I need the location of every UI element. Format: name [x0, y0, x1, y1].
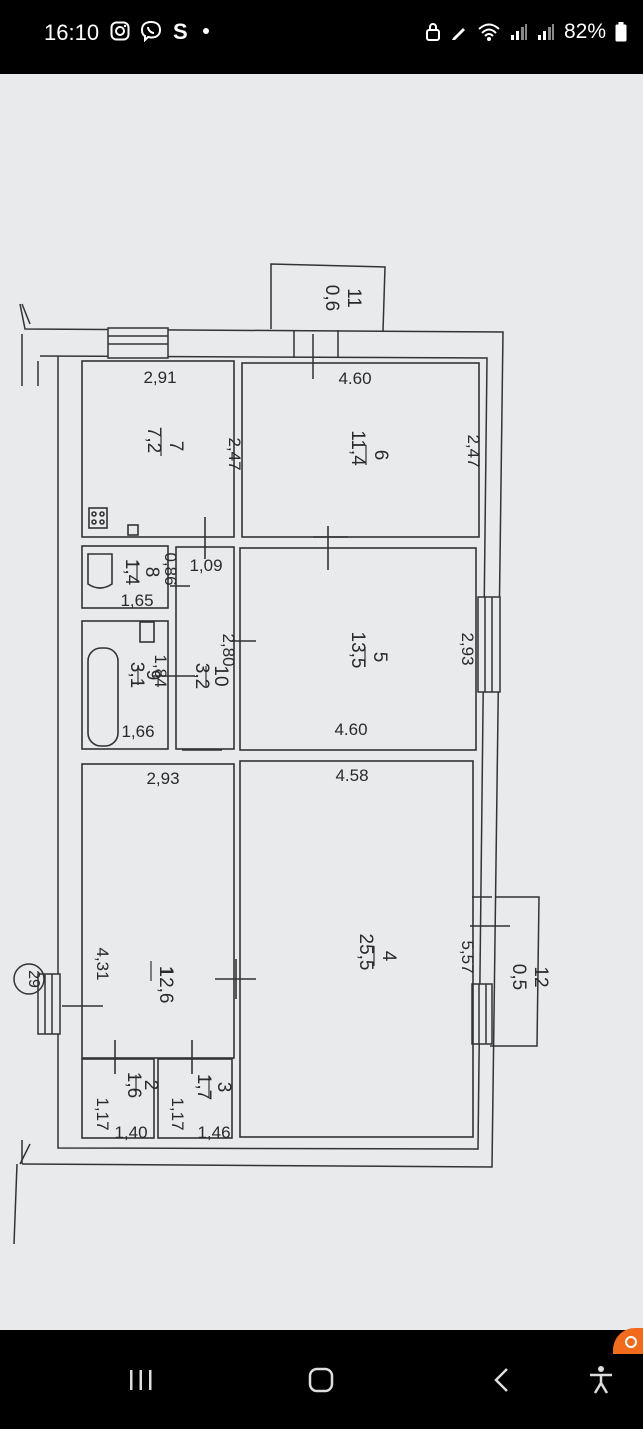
room-7-outline: [81, 360, 235, 538]
room-1-outline: [81, 763, 235, 1059]
room-width-label: 4.58: [335, 766, 368, 785]
room-3-outline: [157, 1058, 233, 1139]
svg-text:S: S: [173, 20, 188, 42]
wifi-icon: [478, 23, 500, 41]
room-number-label: 3: [213, 1082, 234, 1093]
room-length-label: 2,47: [464, 434, 483, 467]
home-button[interactable]: [291, 1360, 351, 1400]
dot-icon: [203, 28, 209, 34]
room-width-label: 1,46: [197, 1123, 230, 1142]
room-area-label: 13,5: [347, 632, 368, 669]
room-labels: 112,62,934,3121,61,401,1731,71,461,17425…: [25, 285, 551, 1142]
recents-icon: [130, 1370, 152, 1390]
stove: [88, 507, 108, 529]
instagram-icon: [110, 21, 130, 41]
room-number-label: 9: [142, 670, 163, 681]
room-width-label: 1,65: [120, 591, 153, 610]
room-number-label: 12: [530, 966, 551, 987]
room-area-label: 25,5: [355, 934, 376, 971]
room-number-label: 11: [343, 288, 364, 308]
status-bar: 16:10 S 82%: [0, 0, 643, 74]
room-area-label: 11,4: [347, 430, 368, 466]
room-length-label: 5,57: [458, 940, 477, 973]
navigation-bar: [0, 1330, 643, 1429]
room-5-outline: [239, 547, 477, 751]
battery-percent: 82%: [563, 20, 606, 43]
room-9-outline: [81, 620, 169, 750]
building-number-label: 29: [25, 970, 42, 988]
battery-icon: [615, 22, 627, 42]
room-area-label: 0,5: [508, 964, 529, 990]
back-icon: [494, 1368, 508, 1392]
room-width-label: 1,40: [114, 1123, 147, 1142]
sink: [87, 553, 113, 589]
room-6-outline: [241, 362, 480, 538]
accessibility-button[interactable]: [571, 1360, 631, 1400]
status-time: 16:10: [44, 20, 100, 45]
notification-icons: S: [110, 20, 212, 42]
pen-icon: [451, 28, 465, 40]
room-area-label: 12,6: [155, 967, 176, 1004]
room-outlines: [62, 360, 480, 1139]
recents-button[interactable]: [111, 1360, 171, 1400]
room-length-label: 2,47: [225, 437, 244, 470]
bathtub: [87, 647, 119, 747]
room-area-label: 1,4: [121, 559, 142, 586]
room-area-label: 1,7: [193, 1074, 214, 1100]
room-number-label: 10: [210, 665, 231, 686]
room-area-label: 0,6: [321, 285, 342, 311]
room-area-label: 1,6: [123, 1072, 144, 1098]
room-length-label: 1,17: [168, 1097, 187, 1130]
room-width-label: 4.60: [338, 369, 371, 388]
room-2-outline: [81, 1058, 155, 1139]
room-number-label: 8: [141, 567, 162, 578]
floor-plan: 112,62,934,3121,61,401,1731,71,461,17425…: [13, 263, 551, 1245]
room-number-label: 4: [378, 951, 399, 962]
viber-icon: [140, 20, 162, 42]
room-number-label: 1: [155, 966, 176, 977]
system-icons: 82%: [425, 20, 627, 44]
room-width-label: 1,66: [121, 722, 154, 741]
room-length-label: 2,93: [458, 632, 477, 665]
lock-icon: [425, 23, 440, 41]
home-icon: [308, 1367, 334, 1393]
room-length-label: 1,17: [93, 1097, 112, 1130]
building-number-circle: [13, 963, 45, 995]
room-area-label: 3,1: [126, 662, 147, 688]
room-number-label: 6: [370, 450, 391, 461]
s-app-icon: S: [173, 20, 188, 42]
circle-icon: [625, 1336, 637, 1348]
room-width-label: 1,09: [189, 556, 222, 575]
edit-fab[interactable]: [613, 1328, 643, 1354]
room-8-outline: [81, 545, 169, 609]
room-area-label: 7,2: [143, 427, 164, 453]
room-length-label: 4,31: [93, 947, 112, 980]
room-width-label: 2,93: [146, 769, 179, 788]
signal-icon: [537, 24, 554, 40]
room-length-label: 0,86: [161, 552, 180, 585]
outer-walls: [13, 263, 540, 1245]
room-number-label: 5: [369, 652, 390, 663]
room-number-label: 7: [165, 441, 186, 452]
room-area-label: 3,2: [191, 663, 212, 689]
room-4-outline: [239, 760, 474, 1138]
room-number-label: 2: [140, 1080, 161, 1091]
room-length-label: 2,80: [219, 633, 238, 666]
room-width-label: 2,91: [143, 368, 176, 387]
back-button[interactable]: [472, 1360, 532, 1400]
signal-icon: [510, 24, 527, 40]
room-length-label: 1,84: [151, 654, 170, 687]
room-width-label: 4.60: [334, 720, 367, 739]
accessibility-icon: [590, 1366, 612, 1394]
